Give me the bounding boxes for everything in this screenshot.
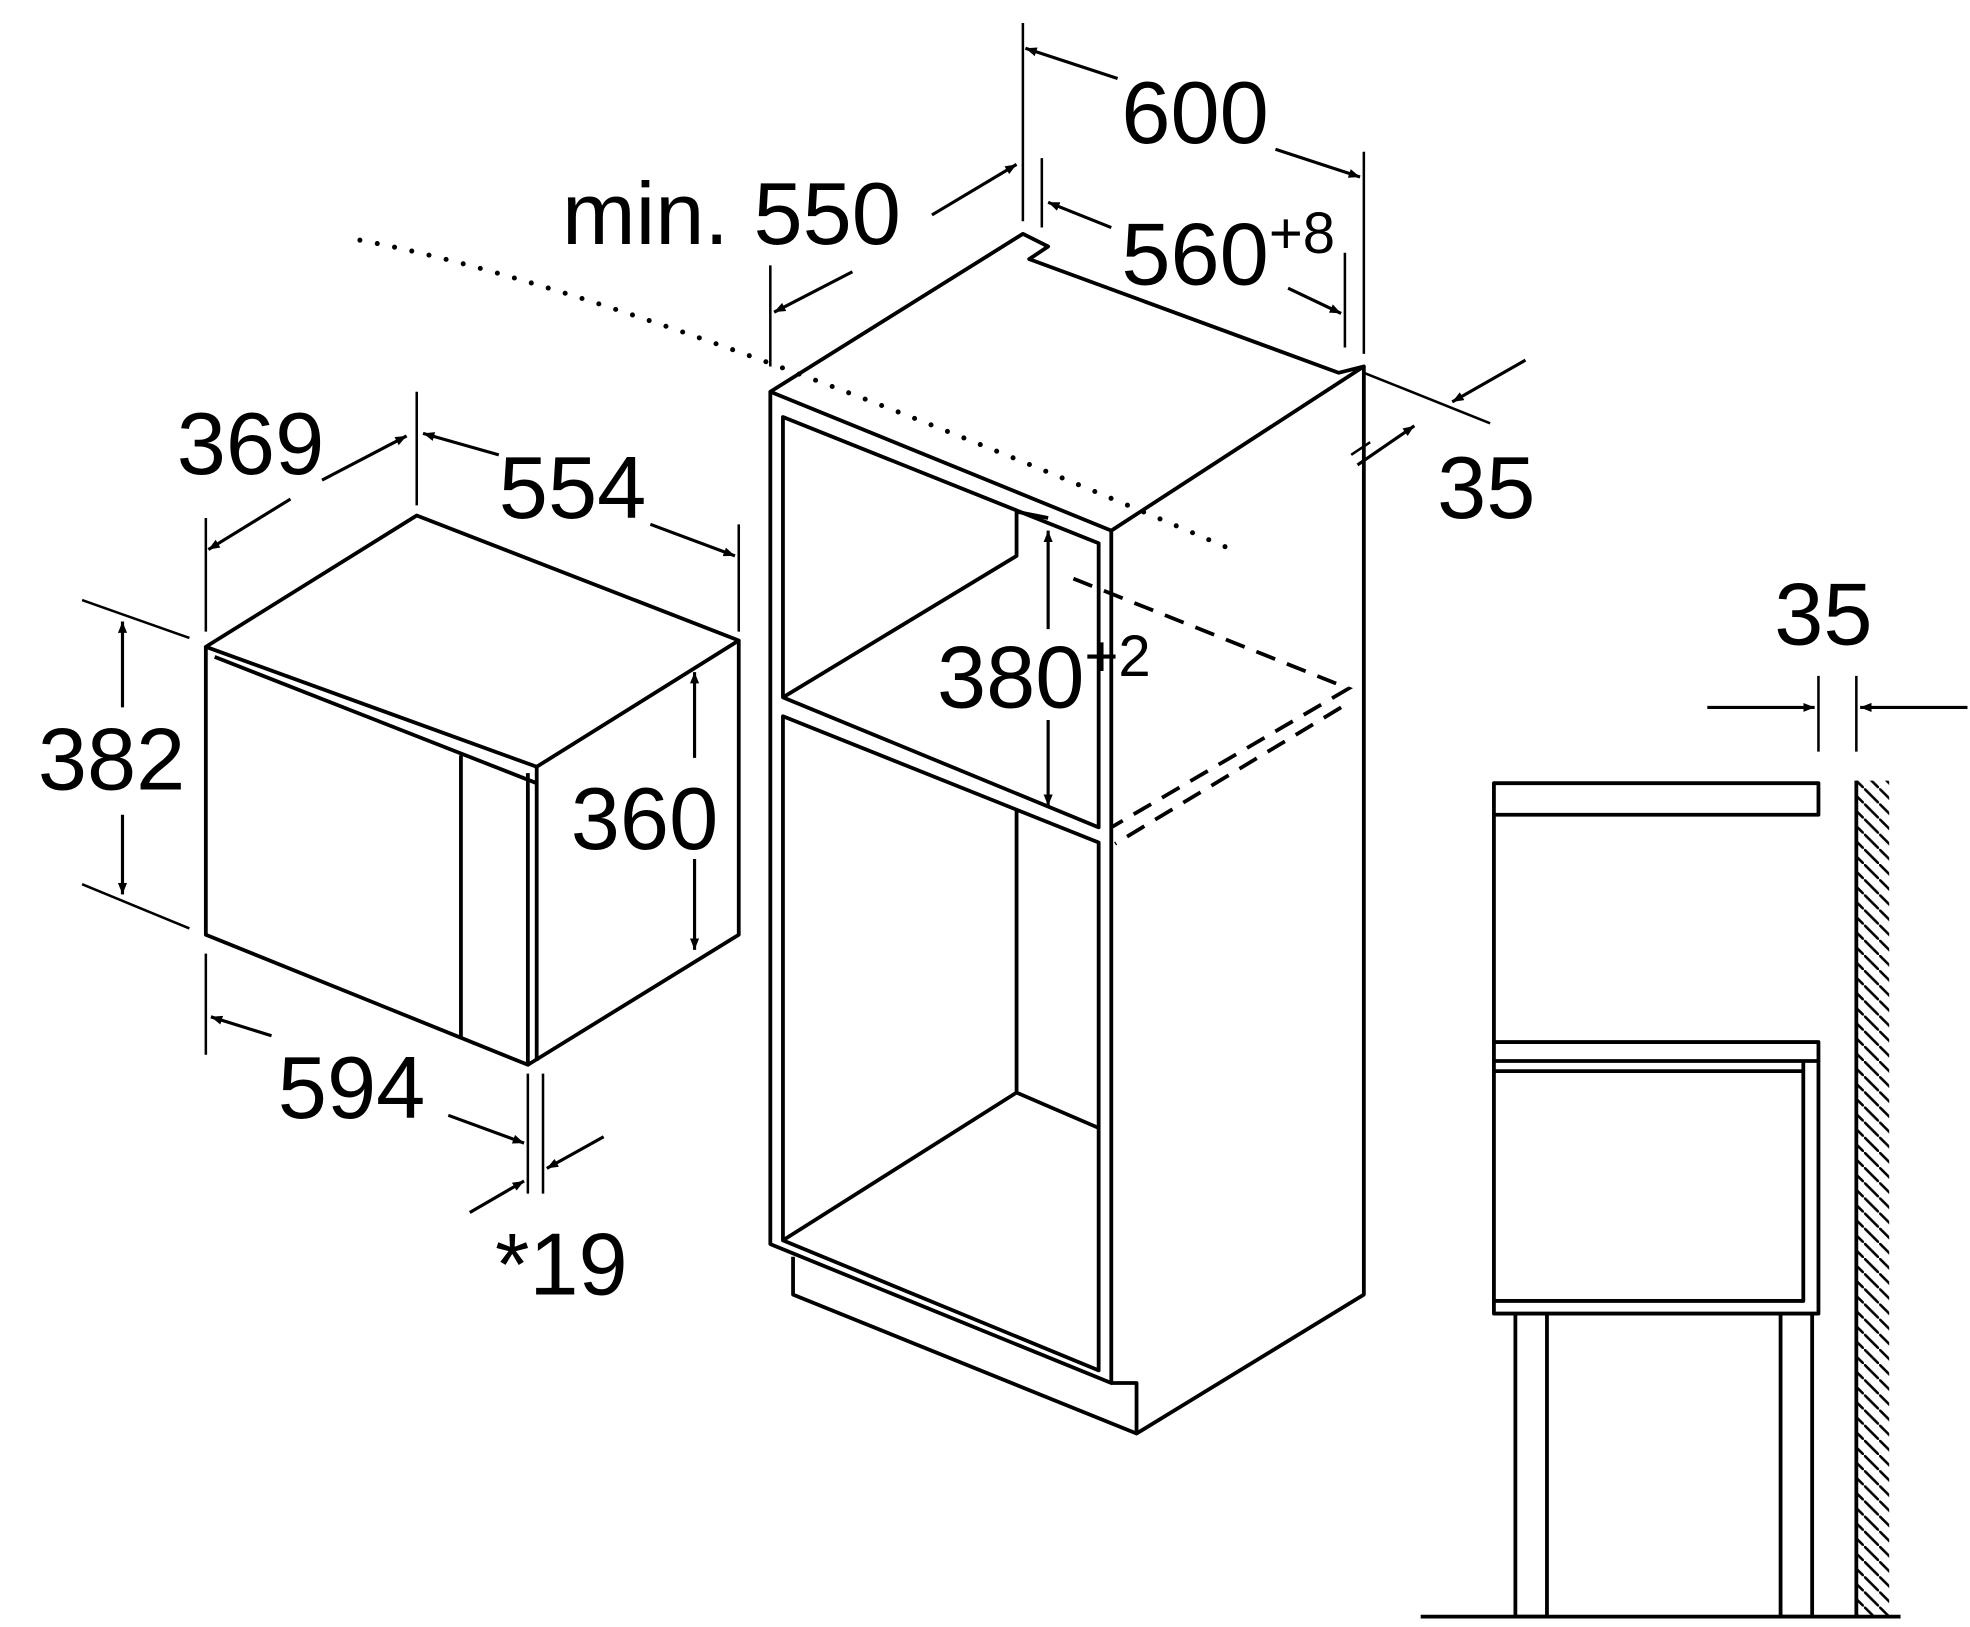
microwave-width-label: 594 xyxy=(278,1038,425,1137)
cabinet-min-depth-label: min. 550 xyxy=(562,164,901,263)
microwave-width-depth-label: 554 xyxy=(499,438,646,537)
microwave-height-label: 382 xyxy=(38,710,185,809)
side-view-drawing xyxy=(1420,675,1968,1619)
cabinet-back-gap-label: 35 xyxy=(1437,438,1535,537)
microwave-depth-label: 369 xyxy=(177,394,324,493)
side-view-wall-gap-label: 35 xyxy=(1774,564,1872,663)
cabinet-niche-width-label: 560+8 xyxy=(1121,201,1335,304)
microwave-door-offset-label: *19 xyxy=(495,1215,628,1314)
cabinet-outer-width-label: 600 xyxy=(1121,63,1268,162)
microwave-drawing xyxy=(81,391,741,1214)
microwave-inner-height-label: 360 xyxy=(571,769,718,868)
cabinet-drawing xyxy=(768,22,1527,1436)
depth-guide-dotted-line xyxy=(357,237,1241,555)
cabinet-niche-height-label: 380+2 xyxy=(937,624,1151,727)
